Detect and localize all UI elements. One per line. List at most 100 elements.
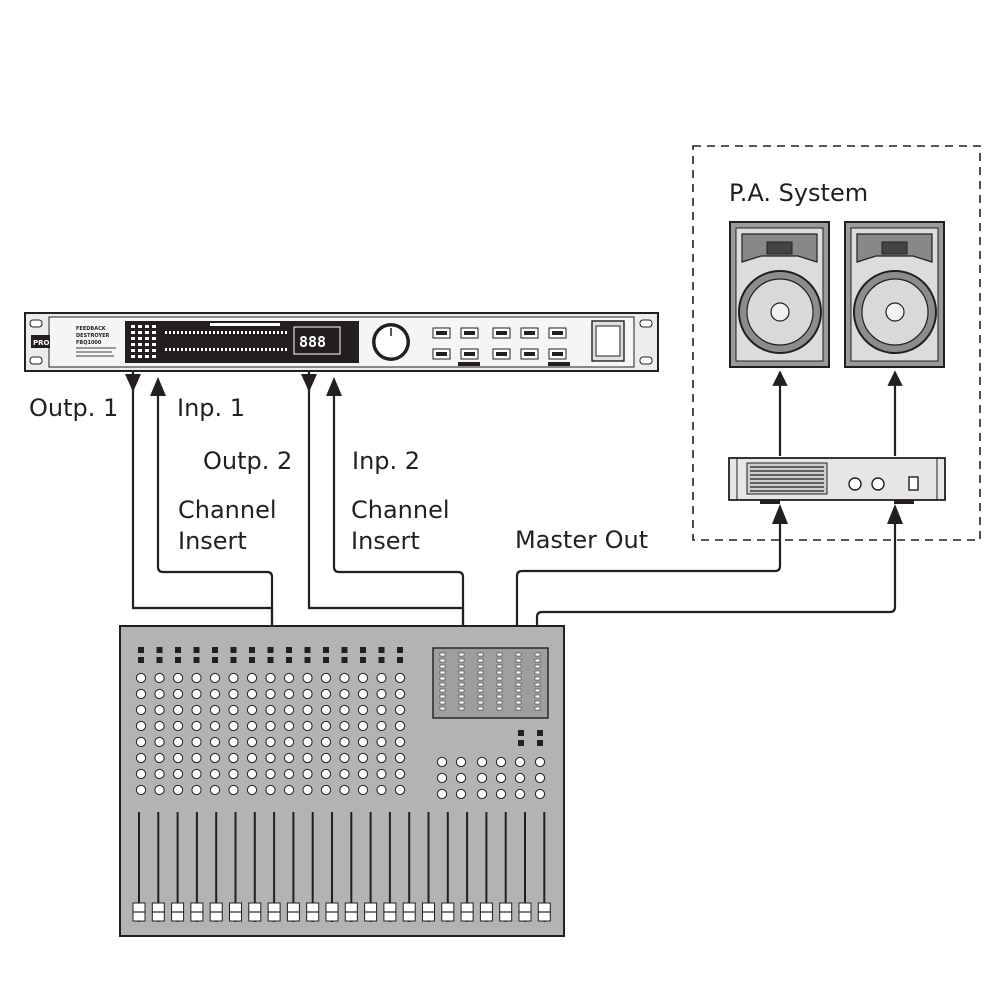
channel-knob [172,720,184,732]
channel-knob [228,688,239,700]
level-led [152,331,156,334]
cable-inp-2 [332,392,465,626]
meter-bridge-led [439,658,446,663]
channel-knob [376,736,387,748]
meter-bridge-led [534,658,541,663]
meter-bridge-led [534,688,541,693]
channel-switch [397,657,403,663]
filter-led [193,331,195,334]
channel-knob [191,672,202,684]
meter-bridge-led [458,682,465,687]
meter-bridge-led [477,658,484,663]
channel-switch [138,647,144,653]
filter-led [245,348,247,351]
filter-led [221,331,223,334]
channel-knob [209,768,221,780]
level-led [145,337,149,340]
channel-knob [394,720,406,732]
channel-knob [154,768,165,780]
master-knob [476,772,488,784]
processor-button-led [552,331,563,335]
button-group-label [548,362,570,366]
meter-bridge-led [439,688,446,693]
channel-switch [397,647,403,653]
channel-knob [357,672,369,684]
channel-knob [209,672,221,684]
arrow-inp-1 [150,377,166,396]
channel-knob [228,784,239,796]
channel-knob [339,720,350,732]
filter-led [189,331,191,334]
channel-knob [283,736,295,748]
filter-led [265,331,267,334]
level-led [131,337,135,340]
channel-knob [376,720,387,732]
channel-switch [323,657,329,663]
filter-led [217,331,219,334]
filter-led [253,331,255,334]
meter-bridge-led [515,670,522,675]
channel-switch [212,657,218,663]
filter-led [273,331,275,334]
master-knob [436,772,448,784]
meter-bridge-led [458,700,465,705]
channel-knob [172,784,184,796]
channel-knob [135,688,147,700]
channel-knob [135,720,147,732]
channel-knob [209,736,221,748]
channel-knob [191,688,202,700]
channel-knob [228,672,239,684]
level-led [138,355,142,358]
filter-led [277,348,279,351]
meter-bridge-led [496,706,503,711]
filter-led [261,348,263,351]
filter-led [197,348,199,351]
processor-button-led [496,331,507,335]
master-knob [514,756,526,768]
master-knob [514,788,526,800]
filter-led [277,331,279,334]
channel-knob [394,672,406,684]
channel-knob [265,752,276,764]
channel-knob [302,752,313,764]
master-knob [495,788,507,800]
channel-knob [228,736,239,748]
filter-led [281,348,283,351]
meter-bridge-led [477,688,484,693]
meter-bridge-led [515,664,522,669]
speaker-left [729,221,830,368]
filter-led [245,331,247,334]
product-name-line-3: FBQ1000 [76,340,102,346]
filter-led [221,348,223,351]
channel-switch [138,657,144,663]
channel-knob [320,704,332,716]
channel-knob [357,736,369,748]
channel-switch [193,657,200,663]
channel-knob [283,752,295,764]
channel-knob [394,688,406,700]
filter-led [249,331,251,334]
channel-knob [209,704,221,716]
filter-led [193,348,195,351]
channel-knob [228,768,239,780]
channel-knob [283,768,295,780]
master-knob [495,772,507,784]
meter-bridge-led [458,676,465,681]
meter-bridge-led [439,706,446,711]
meter-bridge-led [534,706,541,711]
channel-switch [304,657,311,663]
master-knob [476,756,488,768]
channel-knob [302,720,313,732]
channel-knob [209,752,221,764]
label-channel-insert-2-line-1: Channel [351,496,450,524]
channel-knob [357,688,369,700]
meter-bridge-led [534,694,541,699]
channel-switch [378,657,385,663]
level-led [152,337,156,340]
meter-bridge-led [515,706,522,711]
label-channel-insert-2-line-2: Insert [351,527,420,555]
channel-knob [357,720,369,732]
filter-led [205,331,207,334]
channel-knob [246,720,258,732]
